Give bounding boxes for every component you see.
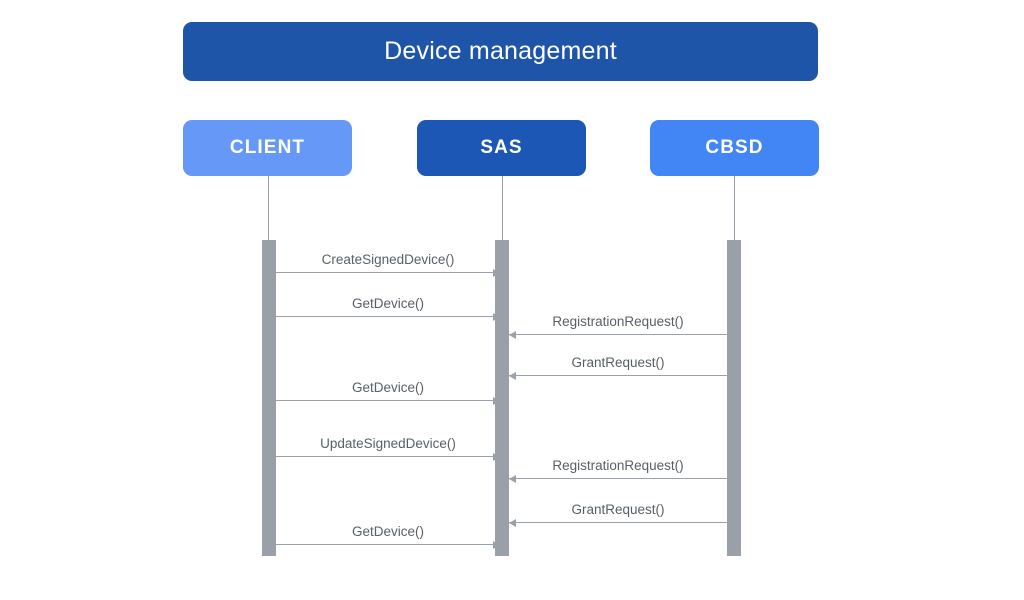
message-line — [276, 544, 500, 545]
actor-label-cbsd: CBSD — [705, 137, 764, 158]
diagram-title-bar: Device management — [183, 22, 818, 81]
message-arrow: CreateSignedDevice() — [276, 252, 500, 277]
message-arrow: GrantRequest() — [509, 355, 727, 380]
lifeline-cbsd — [734, 176, 735, 240]
message-arrow: GetDevice() — [276, 380, 500, 405]
arrowhead-right-icon — [493, 452, 500, 461]
message-arrow: RegistrationRequest() — [509, 458, 727, 483]
message-label: CreateSignedDevice() — [321, 252, 455, 267]
actor-box-sas[interactable]: SAS — [417, 120, 586, 176]
actor-label-sas: SAS — [480, 137, 523, 158]
message-label: GetDevice() — [351, 380, 424, 395]
arrowhead-left-icon — [509, 371, 516, 380]
message-line — [509, 478, 727, 479]
actor-box-client[interactable]: CLIENT — [183, 120, 352, 176]
message-label: GrantRequest() — [571, 355, 665, 370]
arrowhead-right-icon — [493, 540, 500, 549]
message-line — [509, 375, 727, 376]
actor-box-cbsd[interactable]: CBSD — [650, 120, 819, 176]
message-line — [276, 456, 500, 457]
message-line — [276, 316, 500, 317]
message-label: RegistrationRequest() — [552, 314, 684, 329]
message-label: GetDevice() — [351, 524, 424, 539]
message-label: UpdateSignedDevice() — [320, 436, 456, 451]
lifeline-client — [268, 176, 269, 240]
message-line — [276, 400, 500, 401]
message-line — [509, 334, 727, 335]
page-title: Device management — [384, 37, 617, 65]
message-label: RegistrationRequest() — [552, 458, 684, 473]
arrowhead-right-icon — [493, 268, 500, 277]
activation-bar-client — [262, 240, 276, 556]
activation-bar-cbsd — [727, 240, 741, 556]
message-label: GetDevice() — [351, 296, 424, 311]
message-line — [509, 522, 727, 523]
message-label: GrantRequest() — [571, 502, 665, 517]
arrowhead-left-icon — [509, 518, 516, 527]
lifeline-sas — [502, 176, 503, 240]
message-arrow: GrantRequest() — [509, 502, 727, 527]
message-arrow: UpdateSignedDevice() — [276, 436, 500, 461]
message-arrow: GetDevice() — [276, 524, 500, 549]
arrowhead-right-icon — [493, 396, 500, 405]
actor-label-client: CLIENT — [229, 137, 306, 158]
message-arrow: GetDevice() — [276, 296, 500, 321]
arrowhead-left-icon — [509, 474, 516, 483]
arrowhead-left-icon — [509, 330, 516, 339]
message-arrow: RegistrationRequest() — [509, 314, 727, 339]
arrowhead-right-icon — [493, 312, 500, 321]
message-line — [276, 272, 500, 273]
